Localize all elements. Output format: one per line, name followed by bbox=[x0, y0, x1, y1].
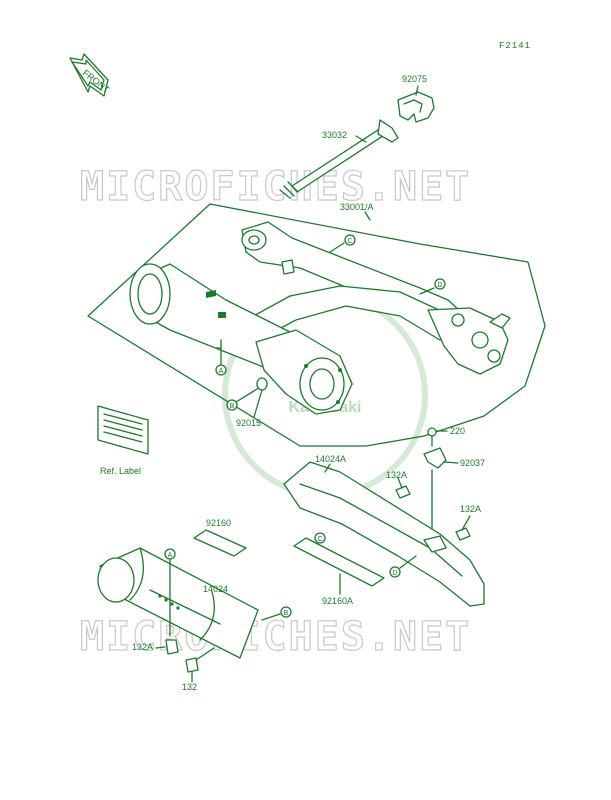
label-92160: 92160 bbox=[206, 518, 231, 528]
svg-text:D: D bbox=[437, 282, 442, 289]
swingarm-body bbox=[129, 221, 511, 415]
label-132A-lower: 132A bbox=[132, 642, 153, 652]
part-220-bolt bbox=[427, 427, 437, 447]
front-arrow-icon: FRONT bbox=[69, 53, 112, 97]
label-92037: 92037 bbox=[460, 458, 485, 468]
part-132A-bolt-upper bbox=[395, 477, 411, 499]
label-33032: 33032 bbox=[322, 130, 347, 140]
label-92160A: 92160A bbox=[322, 596, 353, 606]
label-14024A: 14024A bbox=[315, 454, 346, 464]
marker-A-lower: A bbox=[164, 548, 176, 637]
part-92075-bracket bbox=[397, 91, 435, 123]
label-132: 132 bbox=[182, 682, 197, 692]
label-132A-right: 132A bbox=[460, 504, 481, 514]
label-33001A: 33001/A bbox=[340, 202, 374, 212]
diagram-code: F2141 bbox=[499, 41, 531, 51]
marker-A-upper: A bbox=[215, 339, 227, 376]
svg-text:A: A bbox=[168, 552, 173, 559]
part-132-bolt bbox=[185, 647, 215, 673]
part-14024-guard bbox=[97, 547, 259, 659]
part-132A-bolt-lower bbox=[165, 639, 179, 655]
marker-B-upper: B bbox=[226, 385, 263, 411]
svg-text:B: B bbox=[284, 610, 289, 617]
label-92015: 92015 bbox=[236, 418, 261, 428]
ref-label-icon bbox=[97, 405, 149, 455]
part-33032-axle bbox=[279, 119, 399, 199]
watermark-text-top: MICROFICHES.NET bbox=[80, 164, 471, 210]
svg-text:B: B bbox=[230, 403, 235, 410]
label-220: 220 bbox=[450, 426, 465, 436]
marker-C-lower: C bbox=[314, 532, 326, 544]
svg-text:C: C bbox=[317, 536, 322, 543]
svg-text:D: D bbox=[392, 570, 397, 577]
ref-label-caption: Ref. Label bbox=[100, 466, 141, 476]
label-132A-upper: 132A bbox=[386, 470, 407, 480]
marker-D-upper: D bbox=[419, 278, 446, 295]
marker-D-lower: D bbox=[389, 555, 417, 578]
svg-text:C: C bbox=[347, 238, 352, 245]
svg-text:A: A bbox=[219, 368, 224, 375]
label-14024: 14024 bbox=[203, 584, 228, 594]
label-92075: 92075 bbox=[402, 74, 427, 84]
part-132A-bolt-right bbox=[455, 515, 471, 541]
part-92015-washer bbox=[256, 377, 268, 391]
part-92160-pad bbox=[193, 529, 247, 557]
part-92160A-pad bbox=[293, 537, 385, 587]
marker-B-lower: B bbox=[261, 606, 292, 621]
watermark-text-bottom: MICROFICHES.NET bbox=[80, 614, 471, 660]
part-14024A-chain-guard bbox=[283, 461, 485, 607]
marker-C-upper: C bbox=[329, 234, 356, 253]
